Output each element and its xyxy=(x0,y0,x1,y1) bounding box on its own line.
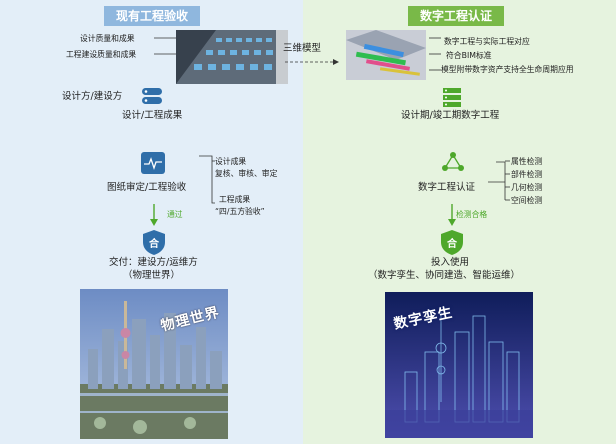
left-deliver-label: 交付：建设方/运维方 xyxy=(109,257,198,268)
review-detail-4: “四/五方验收” xyxy=(215,207,265,216)
photo-label-construction: 工程建设质量和成果 xyxy=(66,50,137,59)
left-review-label: 图纸审定/工程验收 xyxy=(107,182,187,193)
middle-arrow-label: 三维模型 xyxy=(283,43,322,54)
review-bracket xyxy=(199,155,215,204)
physical-world-image xyxy=(80,289,228,439)
check-bracket xyxy=(496,161,506,200)
right-header: 数字工程认证 xyxy=(408,6,504,26)
database-icon xyxy=(443,88,461,107)
right-step1-result: 设计期/竣工期数字工程 xyxy=(401,110,500,121)
model-label-3: 模型附带数字资产支持全生命周期应用 xyxy=(441,65,574,74)
right-use-sub: （数字孪生、协同建造、智能运维） xyxy=(368,270,521,281)
left-pass-label: 通过 xyxy=(167,210,183,219)
network-icon xyxy=(442,152,464,171)
right-pass-arrow xyxy=(448,219,456,226)
shield-icon-right: 合 xyxy=(441,230,463,255)
left-step1-result: 设计/工程成果 xyxy=(122,110,183,121)
model-label-1: 数字工程与实际工程对应 xyxy=(444,37,530,46)
check-space: 空间检测 xyxy=(511,196,543,205)
bim-model-image xyxy=(346,30,426,80)
check-component: 部件检测 xyxy=(511,170,543,179)
right-cert-label: 数字工程认证 xyxy=(418,182,476,193)
left-header: 现有工程验收 xyxy=(104,6,200,26)
svg-text:合: 合 xyxy=(446,237,458,250)
photo-label-design: 设计质量和成果 xyxy=(80,34,135,43)
gauge-icon xyxy=(141,152,165,174)
left-step1-actor: 设计方/建设方 xyxy=(62,91,123,102)
shield-icon: 合 xyxy=(143,230,165,255)
review-detail-1: 设计成果 xyxy=(215,157,247,166)
digital-twin-image xyxy=(385,292,533,438)
server-icon xyxy=(142,88,162,104)
model-label-2: 符合BIM标准 xyxy=(446,51,492,60)
right-pass-label: 检测合格 xyxy=(456,210,488,219)
left-deliver-sub: （物理世界） xyxy=(123,270,181,281)
review-detail-3: 工程成果 xyxy=(219,195,251,204)
construction-photo xyxy=(176,30,288,84)
right-use-label: 投入使用 xyxy=(431,257,470,268)
check-geometry: 几何检测 xyxy=(511,183,543,192)
review-detail-2: 复核、审核、审定 xyxy=(215,169,278,178)
left-pass-arrow xyxy=(150,219,158,226)
svg-text:合: 合 xyxy=(148,237,160,250)
check-attribute: 属性检测 xyxy=(511,157,543,166)
